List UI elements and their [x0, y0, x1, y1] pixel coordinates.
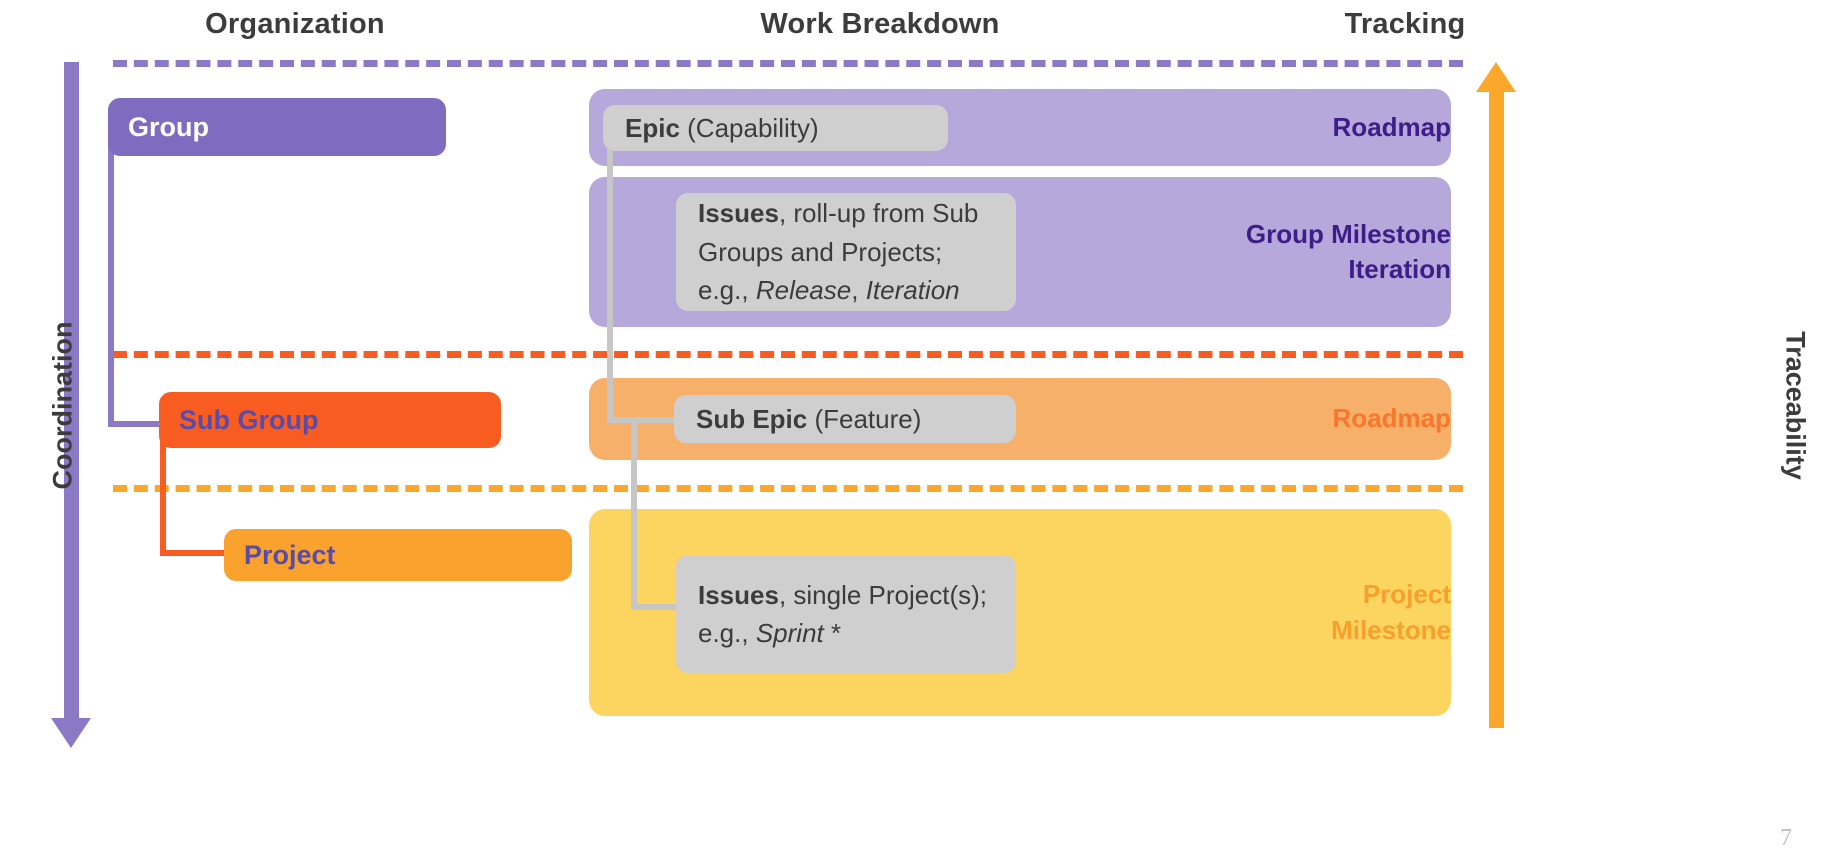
- org-box-sub-group[interactable]: Sub Group: [159, 392, 501, 448]
- issues-group-separator: ,: [851, 275, 866, 306]
- page-number: 7: [1780, 825, 1792, 851]
- work-item-card-issues-group-text: Issues, roll-up from Sub Groups and Proj…: [698, 194, 994, 309]
- work-item-card-issues-project-text: Issues, single Project(s); e.g., Sprint …: [698, 576, 994, 653]
- tier-separator-project: [113, 485, 1463, 492]
- work-item-card-issues-group[interactable]: Issues, roll-up from Sub Groups and Proj…: [676, 193, 1016, 311]
- sub-epic-qualifier: (Feature): [807, 403, 922, 434]
- issues-group-label: Issues: [698, 198, 779, 229]
- tier-separator-group: [113, 60, 1463, 67]
- tracking-band-roadmap-group: Roadmap: [589, 89, 1451, 166]
- issues-project-description: , single Project(s); e.g.,: [698, 579, 988, 648]
- org-box-project[interactable]: Project: [224, 529, 572, 581]
- issues-project-label: Issues: [698, 579, 779, 610]
- org-box-group[interactable]: Group: [108, 98, 446, 156]
- connector-sub-group-to-project: [160, 550, 238, 556]
- connector-group-to-sub-group: [108, 421, 170, 427]
- epic-qualifier: (Capability): [679, 112, 819, 143]
- connector-sub-epic-to-issues: [631, 604, 681, 610]
- issues-group-example-iteration: Iteration: [865, 275, 960, 306]
- column-header-work-breakdown: Work Breakdown: [760, 8, 1000, 40]
- connector-sub-epic-vertical: [631, 420, 637, 610]
- tracking-label-roadmap-group: Roadmap: [1332, 111, 1451, 142]
- epic-label: Epic: [625, 112, 680, 143]
- work-item-card-epic-text: Epic (Capability): [625, 109, 926, 147]
- connector-epic-to-sub-epic: [607, 417, 677, 423]
- issues-project-example-sprint: Sprint: [755, 618, 824, 648]
- coordination-axis-label: Coordination: [47, 321, 78, 490]
- traceability-arrow-shaft: [1489, 92, 1504, 728]
- work-item-card-issues-project[interactable]: Issues, single Project(s); e.g., Sprint …: [676, 555, 1016, 673]
- sub-epic-label: Sub Epic: [696, 403, 808, 434]
- work-item-card-sub-epic-text: Sub Epic (Feature): [696, 400, 994, 438]
- column-header-organization: Organization: [205, 8, 385, 40]
- connector-sub-group-vertical: [160, 440, 166, 556]
- traceability-arrow-head-icon: [1476, 62, 1516, 92]
- coordination-arrow-shaft: [64, 62, 79, 722]
- tracking-label-roadmap-sub-group: Roadmap: [1332, 403, 1451, 434]
- connector-epic-vertical: [607, 143, 613, 423]
- work-item-card-sub-epic[interactable]: Sub Epic (Feature): [674, 395, 1016, 443]
- tracking-label-group-milestone: Group Milestone Iteration: [1245, 218, 1451, 284]
- tier-separator-sub-group: [113, 351, 1463, 358]
- issues-group-description: , roll-up from Sub Groups and Projects; …: [698, 198, 979, 306]
- issues-group-example-release: Release: [755, 275, 852, 306]
- work-item-card-epic[interactable]: Epic (Capability): [603, 105, 948, 151]
- tracking-label-project-milestone: Project Milestone: [1331, 579, 1451, 645]
- traceability-axis-label: Traceability: [1780, 331, 1811, 480]
- column-header-tracking: Tracking: [1344, 8, 1466, 40]
- coordination-arrow-head-icon: [51, 718, 91, 748]
- issues-project-footnote-marker: *: [823, 618, 842, 648]
- connector-group-vertical: [108, 140, 114, 427]
